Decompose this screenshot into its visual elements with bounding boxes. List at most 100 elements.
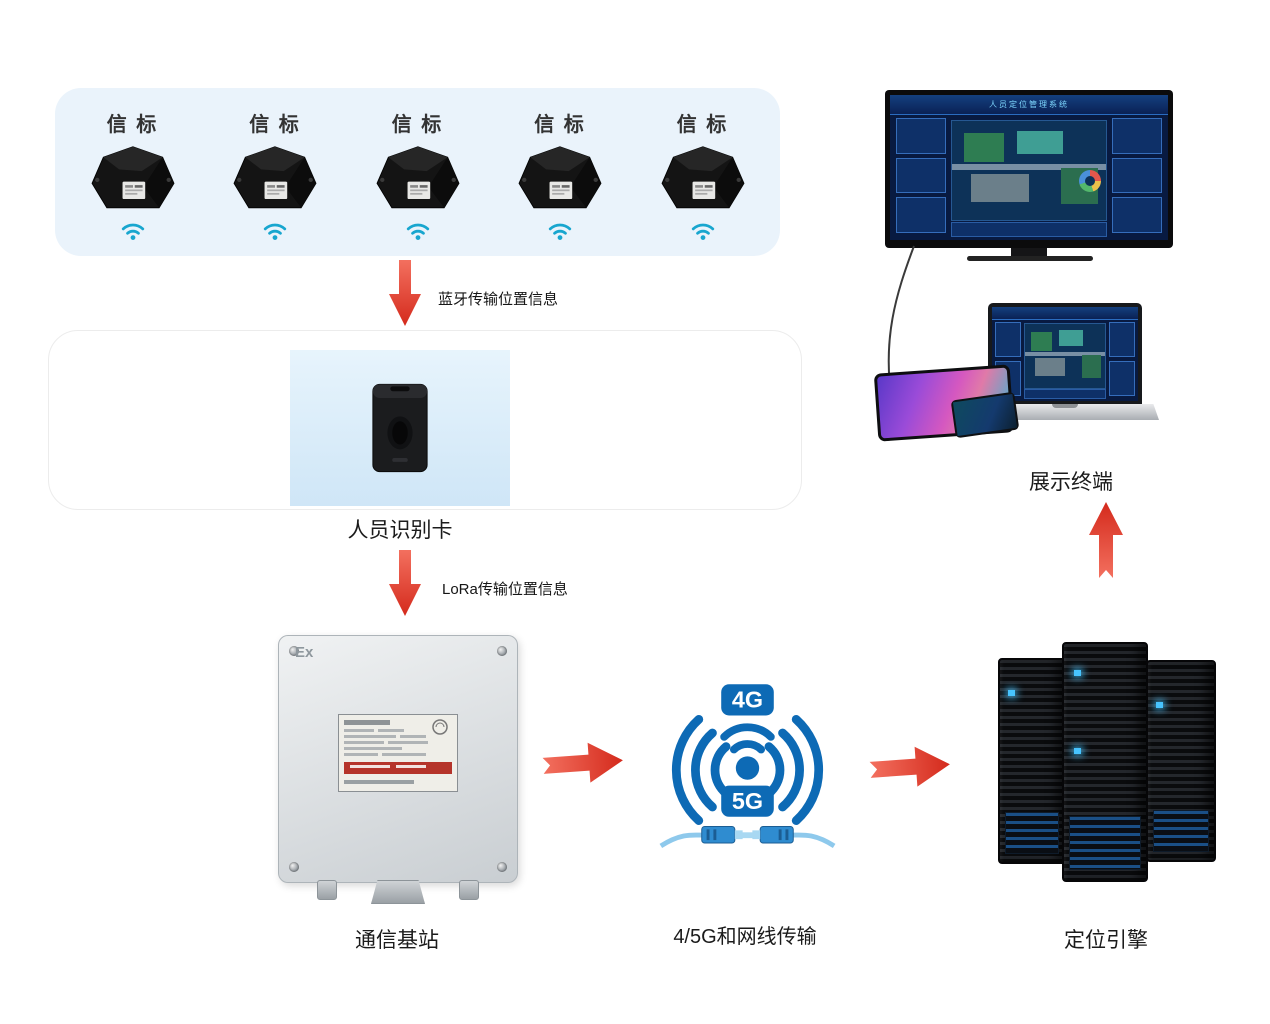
screw-icon [497, 646, 507, 656]
dashboard-panel [1112, 157, 1163, 194]
screw-icon [497, 862, 507, 872]
bluetooth-signal-icon [121, 223, 144, 240]
dashboard-donut-chart [1079, 170, 1102, 193]
bluetooth-signal-icon [406, 223, 429, 240]
bluetooth-arrow-label: 蓝牙传输位置信息 [438, 291, 559, 308]
base-station-device: Ex [278, 635, 518, 904]
donut-hole [1085, 176, 1096, 187]
tv-screen: 人员定位管理系统 [890, 95, 1168, 240]
cable-gland [317, 880, 337, 900]
idcard-device-icon [372, 383, 428, 473]
map-block [1081, 354, 1101, 378]
server-tower [1146, 660, 1216, 862]
dashboard-screen [992, 307, 1138, 401]
station-nameplate [338, 714, 458, 792]
server-rack-group [998, 642, 1216, 882]
dashboard-right-panels [1108, 322, 1136, 397]
dashboard-header: 人员定位管理系统 [890, 95, 1168, 115]
map-block [964, 132, 1005, 163]
display-terminal-label: 展示终端 [1029, 471, 1113, 494]
server-led [1156, 702, 1163, 708]
screw-icon [289, 862, 299, 872]
dashboard-panel [895, 197, 946, 233]
beacon-panel: 信 标 信 标 [55, 88, 780, 256]
beacon-label: 信 标 [106, 114, 159, 136]
beacon-label: 信 标 [676, 114, 729, 136]
server-bay [1153, 810, 1209, 852]
server-tower [1062, 642, 1148, 882]
beacon-device-icon [661, 146, 744, 209]
base-station-label: 通信基站 [355, 929, 439, 952]
server-bay [1005, 812, 1059, 854]
arrow-right-icon [869, 746, 950, 787]
badge-4g: 4G [732, 687, 763, 713]
dashboard-bottom-bar [951, 222, 1107, 238]
map-block [1034, 358, 1065, 377]
engine-label: 定位引擎 [1064, 929, 1148, 952]
dashboard-left-panels [895, 118, 946, 233]
cable-gland [459, 880, 479, 900]
network-4g5g-icon: 4G 5G [659, 684, 836, 849]
server-led [1074, 748, 1081, 754]
cable-gland [371, 880, 425, 904]
map-block [1016, 130, 1063, 155]
dashboard-panel [895, 118, 946, 154]
dashboard-map [951, 119, 1107, 222]
idcard-label: 人员识别卡 [347, 519, 453, 542]
dashboard-bottom-bar [1024, 388, 1106, 400]
ethernet-cable-icon [659, 825, 836, 849]
map-road [952, 164, 1106, 171]
laptop-display [992, 307, 1138, 401]
dashboard-screen: 人员定位管理系统 [890, 95, 1168, 240]
server-led [1008, 690, 1015, 696]
dashboard-panel [895, 157, 946, 194]
dashboard-map [1024, 322, 1106, 389]
beacon-node: 信 标 [68, 108, 198, 241]
map-block [970, 174, 1029, 203]
tv-stand-base [967, 256, 1093, 261]
screw-icon [289, 646, 299, 656]
lora-arrow-label: LoRa传输位置信息 [442, 581, 568, 598]
server-led [1074, 670, 1081, 676]
dashboard-panel [1108, 322, 1136, 358]
dashboard-title: 人员定位管理系统 [989, 99, 1069, 109]
bluetooth-signal-icon [691, 223, 714, 240]
bluetooth-signal-icon [548, 223, 572, 240]
network-label: 4/5G和网线传输 [673, 926, 817, 948]
bluetooth-signal-icon [263, 223, 287, 240]
dashboard-panel [994, 322, 1022, 358]
tv-stand-neck [1011, 248, 1047, 257]
beacon-node: 信 标 [353, 108, 483, 241]
beacon-device-icon [376, 146, 459, 209]
arrow-down-bluetooth-icon [389, 260, 421, 326]
beacon-node: 信 标 [638, 108, 768, 241]
server-tower [998, 658, 1066, 864]
arrow-right-icon [542, 742, 623, 783]
dashboard-right-panels [1112, 118, 1163, 233]
ex-marking: Ex [295, 644, 314, 661]
dashboard-panel [1112, 197, 1163, 233]
map-block [1058, 330, 1083, 346]
laptop-base [971, 404, 1159, 420]
arrow-down-lora-icon [389, 550, 421, 616]
dashboard-header [992, 307, 1138, 321]
beacon-device-icon [518, 146, 602, 209]
dashboard-panel [1108, 361, 1136, 397]
badge-5g: 5G [732, 788, 763, 814]
idcard-panel [290, 350, 510, 506]
map-road [1025, 352, 1105, 356]
beacon-node: 信 标 [210, 108, 340, 241]
beacon-label: 信 标 [391, 114, 444, 136]
server-bay [1069, 816, 1141, 870]
beacon-label: 信 标 [534, 114, 586, 136]
map-block [1031, 331, 1053, 351]
beacon-node: 信 标 [495, 108, 625, 241]
tv-monitor: 人员定位管理系统 [885, 90, 1173, 248]
beacon-device-icon [233, 146, 317, 209]
beacon-device-icon [91, 146, 174, 209]
phone-screen [952, 393, 1018, 437]
beacon-label: 信 标 [249, 114, 301, 136]
dashboard-panel [1112, 118, 1163, 154]
laptop-notch [1052, 404, 1078, 408]
